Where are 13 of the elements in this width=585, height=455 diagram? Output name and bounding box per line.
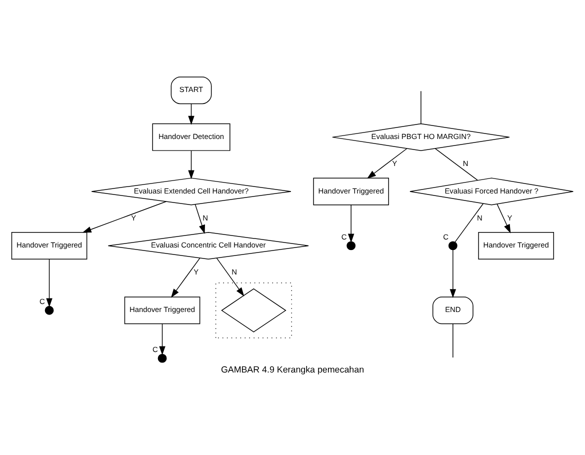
caption: GAMBAR 4.9 Kerangka pemecahan xyxy=(220,364,364,375)
edge-label: Y xyxy=(194,268,199,277)
node-label: C xyxy=(152,345,158,354)
edge-label: N xyxy=(232,268,238,277)
edge-label: Y xyxy=(131,213,136,222)
node-label: C xyxy=(40,297,45,306)
node-label: C xyxy=(443,232,449,242)
edge-label: N xyxy=(202,213,208,222)
edge-label: Y xyxy=(507,213,512,222)
edge-label: N xyxy=(462,159,468,168)
node-label: C xyxy=(341,232,347,242)
edge-label: Y xyxy=(392,159,398,168)
edge-label: N xyxy=(476,213,482,222)
